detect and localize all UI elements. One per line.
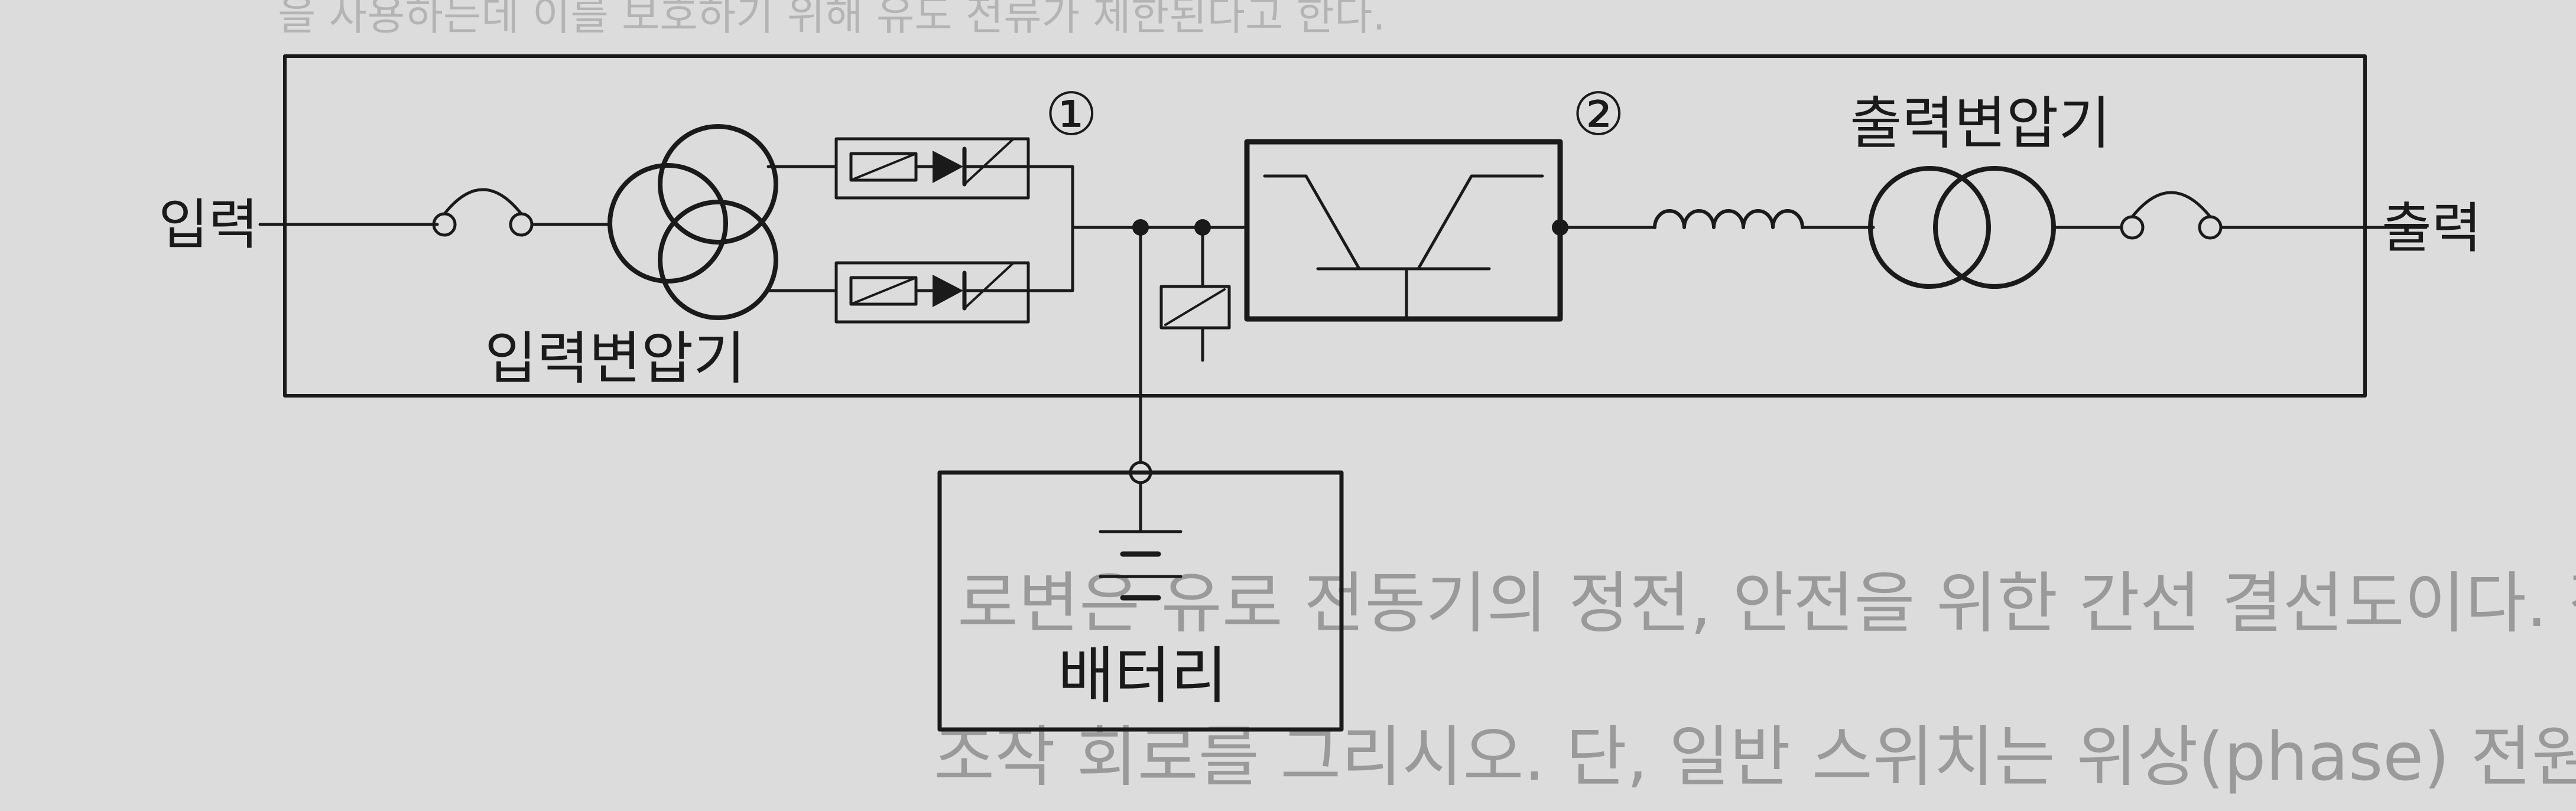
battery-symbol bbox=[1099, 481, 1183, 601]
marker-2: ② bbox=[1572, 80, 1625, 149]
inverter-block bbox=[1244, 139, 1563, 322]
bleed-text-line-1: 로변은 유로 전동기의 정전, 안전을 위한 간선 결선도이다. 정 · 역 bbox=[957, 565, 2576, 642]
input-breaker bbox=[432, 188, 534, 237]
battery-box bbox=[937, 470, 1344, 732]
upper-rectifier bbox=[834, 137, 1030, 200]
rectifier-output-bus bbox=[1026, 165, 1074, 292]
input-transformer-symbol bbox=[608, 124, 778, 320]
input-transformer-label: 입력변압기 bbox=[485, 325, 746, 392]
output-transformer-label: 출력변압기 bbox=[1850, 90, 2111, 157]
marker-1: ① bbox=[1045, 80, 1098, 149]
output-transformer-symbol bbox=[1868, 166, 2056, 289]
bleed-top-text: 을 사용하는데 이를 보호하기 위해 유도 전류가 제한된다고 한다. bbox=[278, 0, 1386, 40]
output-breaker bbox=[2120, 191, 2223, 240]
dc-relay bbox=[1159, 226, 1231, 362]
battery-label: 배터리 bbox=[1058, 640, 1227, 712]
bleed-text-line-2: 조작 회로를 그리시오. 단, 일반 스위치는 위상(phase) 전원을 사용 bbox=[934, 719, 2576, 796]
output-inductor bbox=[1653, 209, 1804, 229]
lower-rectifier bbox=[834, 261, 1030, 324]
output-label: 출력 bbox=[2382, 197, 2481, 260]
input-label: 입력 bbox=[158, 193, 258, 256]
